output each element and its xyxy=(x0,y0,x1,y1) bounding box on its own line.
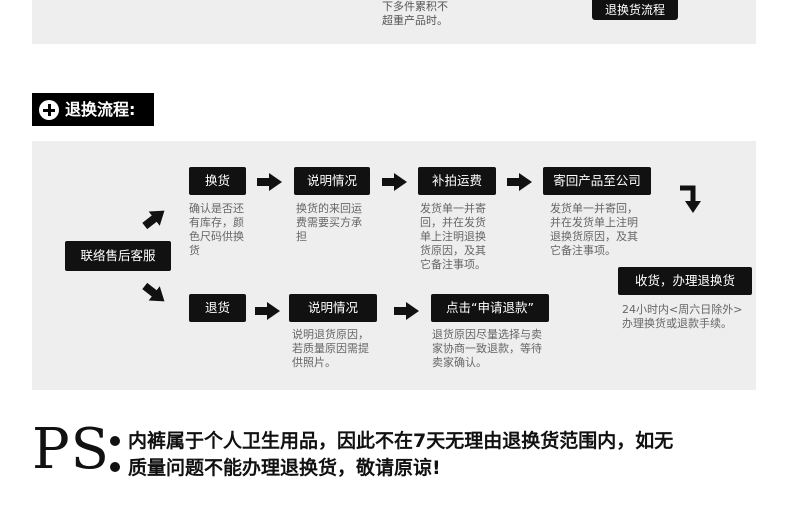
desc-line: 货原因，及其 xyxy=(420,244,486,257)
apply-refund-box: 点击“申请退款” xyxy=(431,294,549,322)
section-header: 退换流程: xyxy=(32,93,154,126)
desc-line: 回，并在发货 xyxy=(420,216,486,229)
desc-line: 它备注事项。 xyxy=(550,244,616,257)
desc-line: 有库存，颜 xyxy=(189,216,244,229)
desc-line: 单上注明退换 xyxy=(420,230,486,243)
desc-line: 发货单一并寄 xyxy=(420,202,486,215)
desc-line: 货 xyxy=(189,244,200,257)
arrow-down-right-icon xyxy=(139,279,171,309)
exchange-explain-desc: 换货的来回运 费需要买方承 担 xyxy=(296,202,362,244)
desc-line: 家协商一致退款，等待 xyxy=(432,342,542,355)
desc-line: 退换货原因，及其 xyxy=(550,230,638,243)
ps-text: 内裤属于个人卫生用品，因此不在7天无理由退换货范围内，如无 质量问题不能办理退换… xyxy=(128,428,762,482)
contact-service-box: 联络售后客服 xyxy=(65,241,171,271)
apply-refund-desc: 退货原因尽量选择与卖 家协商一致退款，等待 卖家确认。 xyxy=(432,328,542,370)
refund-box: 退货 xyxy=(189,294,246,322)
desc-line: 退货原因尽量选择与卖 xyxy=(432,328,542,341)
shipping-fee-box: 补拍运费 xyxy=(418,167,496,195)
section-title: 退换流程: xyxy=(65,100,136,119)
desc-line: 担 xyxy=(296,230,307,243)
ps-line: 质量问题不能办理退换货，敬请原谅! xyxy=(128,457,441,479)
arrow-up-right-icon xyxy=(139,203,171,233)
desc-line: 费需要买方承 xyxy=(296,216,362,229)
ps-line: 内裤属于个人卫生用品，因此不在7天无理由退换货范围内，如无 xyxy=(128,430,674,452)
exchange-box: 换货 xyxy=(189,167,246,195)
desc-line: 色尺码供换 xyxy=(189,230,244,243)
exchange-desc: 确认是否还 有库存，颜 色尺码供换 货 xyxy=(189,202,244,258)
arrow-right-icon xyxy=(507,173,533,191)
return-process-button[interactable]: 退换货流程 xyxy=(592,0,678,20)
desc-line: 并在发货单上注明 xyxy=(550,216,638,229)
ps-note: PS 内裤属于个人卫生用品，因此不在7天无理由退换货范围内，如无 质量问题不能办… xyxy=(32,420,762,484)
send-back-desc: 发货单一并寄回， 并在发货单上注明 退换货原因，及其 它备注事项。 xyxy=(550,202,638,258)
desc-line: 说明退货原因， xyxy=(292,328,369,341)
receive-desc: 24小时内<周六日除外> 办理换货或退款手续。 xyxy=(622,303,742,331)
exchange-explain-box: 说明情况 xyxy=(294,167,370,195)
desc-line: 办理换货或退款手续。 xyxy=(622,317,732,330)
top-note-line: 超重产品时。 xyxy=(382,14,448,27)
plus-circle-icon xyxy=(39,100,59,120)
desc-line: 确认是否还 xyxy=(189,202,244,215)
desc-line: 换货的来回运 xyxy=(296,202,362,215)
arrow-right-icon xyxy=(394,302,420,320)
arrow-right-icon xyxy=(257,173,283,191)
top-info-panel: 下多件累积不 超重产品时。 退换货流程 xyxy=(32,0,756,44)
send-back-box: 寄回产品至公司 xyxy=(543,167,651,195)
desc-line: 发货单一并寄回， xyxy=(550,202,638,215)
top-note: 下多件累积不 超重产品时。 xyxy=(382,0,448,28)
desc-line: 若质量原因需提 xyxy=(292,342,369,355)
ps-mark: PS xyxy=(32,417,111,482)
arrow-right-icon xyxy=(382,173,408,191)
desc-line: 它备注事项。 xyxy=(420,258,486,271)
desc-line: 供照片。 xyxy=(292,356,336,369)
arrow-turn-down-icon xyxy=(680,185,701,213)
colon-mark xyxy=(110,436,122,476)
process-flow-panel: 联络售后客服 换货 确认是否还 有库存，颜 色尺码供换 货 说明情况 换货的来回… xyxy=(32,141,756,390)
arrow-right-icon xyxy=(255,302,281,320)
top-note-line: 下多件累积不 xyxy=(382,0,448,13)
receive-box: 收货，办理退换货 xyxy=(618,267,752,295)
desc-line: 卖家确认。 xyxy=(432,356,487,369)
desc-line: 24小时内<周六日除外> xyxy=(622,303,743,316)
refund-explain-box: 说明情况 xyxy=(289,294,377,322)
shipping-fee-desc: 发货单一并寄 回，并在发货 单上注明退换 货原因，及其 它备注事项。 xyxy=(420,202,486,272)
refund-explain-desc: 说明退货原因， 若质量原因需提 供照片。 xyxy=(292,328,369,370)
